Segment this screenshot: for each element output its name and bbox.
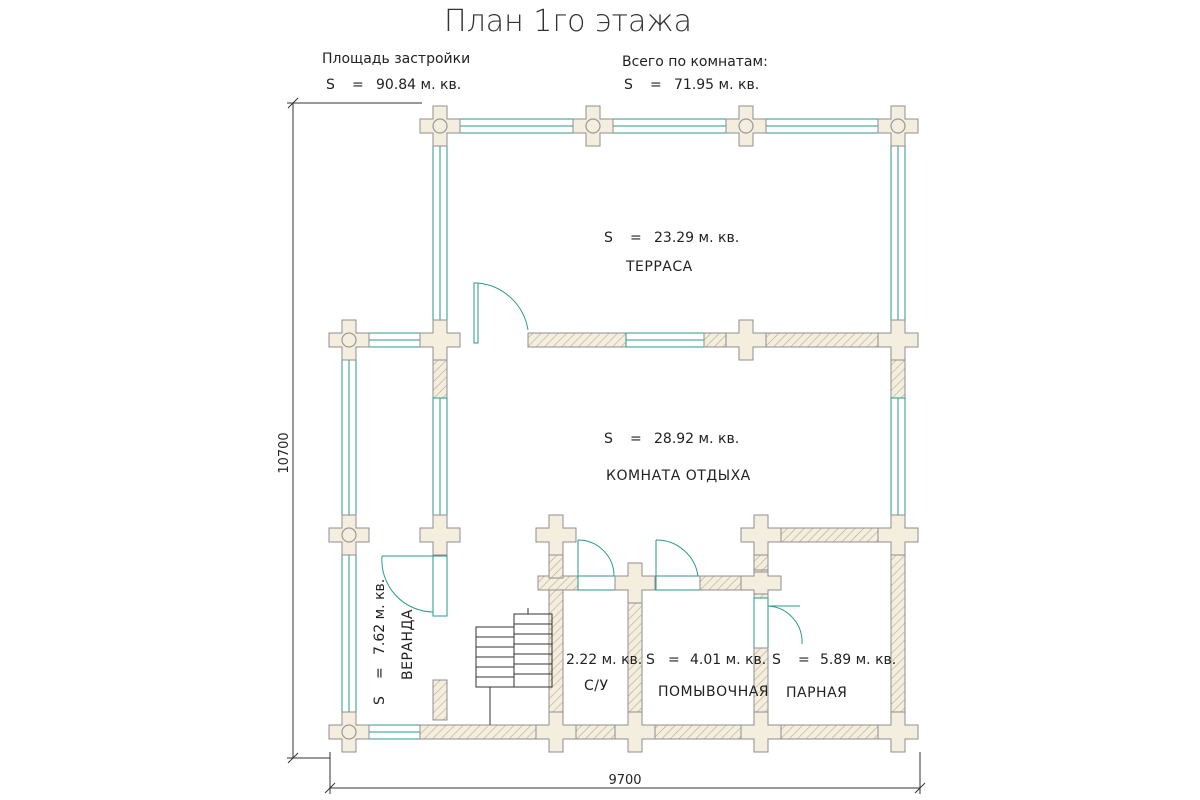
terrace-area: 23.29 м. кв. [654,230,739,246]
build-area-eq: = [352,77,364,93]
build-area-value: 90.84 м. кв. [376,77,461,93]
build-area-label: Площадь застройки [322,51,470,67]
veranda-name: ВЕРАНДА [400,609,416,680]
terrace-name: ТЕРРАСА [625,259,693,275]
wc-name: С/У [584,678,609,694]
rooms-total-label: Всего по комнатам: [622,54,768,70]
terrace-symbol: S [604,230,613,246]
washroom-name: ПОМЫВОЧНАЯ [658,684,769,700]
wc-area: 2.22 м. кв. [566,652,642,668]
steam-eq: = [798,652,810,668]
veranda-area: 7.62 м. кв. [372,579,388,655]
room-steam: S = 5.89 м. кв. ПАРНАЯ [772,652,896,701]
width-dimension-label: 9700 [608,773,641,788]
rooms-total-eq: = [650,77,662,93]
build-area-info: Площадь застройки S = 90.84 м. кв. [322,51,470,93]
log-corners [328,105,919,753]
terrace-eq: = [630,230,642,246]
rooms-total-value: 71.95 м. кв. [674,77,759,93]
veranda-symbol: S [372,696,388,705]
lounge-area: 28.92 м. кв. [654,431,739,447]
walls [341,118,906,740]
room-veranda: S = 7.62 м. кв. [372,579,388,705]
lounge-eq: = [630,431,642,447]
lounge-symbol: S [604,431,613,447]
plan-title: План 1го этажа [444,4,692,39]
steam-name: ПАРНАЯ [786,685,847,701]
veranda-name-group: ВЕРАНДА [400,609,416,680]
dimension-width: 9700 [324,752,926,794]
dimension-height: 10700 [277,97,422,764]
room-lounge: S = 28.92 м. кв. КОМНАТА ОТДЫХА [604,431,751,484]
veranda-eq: = [372,667,388,679]
room-terrace: S = 23.29 м. кв. ТЕРРАСА [604,230,739,275]
washroom-eq: = [668,652,680,668]
washroom-area: 4.01 м. кв. [690,652,766,668]
rooms-total-info: Всего по комнатам: S = 71.95 м. кв. [622,54,768,93]
height-dimension-label: 10700 [277,432,292,473]
steam-symbol: S [772,652,781,668]
doors [381,282,803,645]
room-wc: 2.22 м. кв. С/У [566,652,642,694]
build-area-symbol: S [326,77,335,93]
staircase [475,608,553,725]
lounge-name: КОМНАТА ОТДЫХА [606,468,751,484]
steam-area: 5.89 м. кв. [820,652,896,668]
rooms-total-symbol: S [624,77,633,93]
room-washroom: S = 4.01 м. кв. ПОМЫВОЧНАЯ [646,652,769,700]
washroom-symbol: S [646,652,655,668]
